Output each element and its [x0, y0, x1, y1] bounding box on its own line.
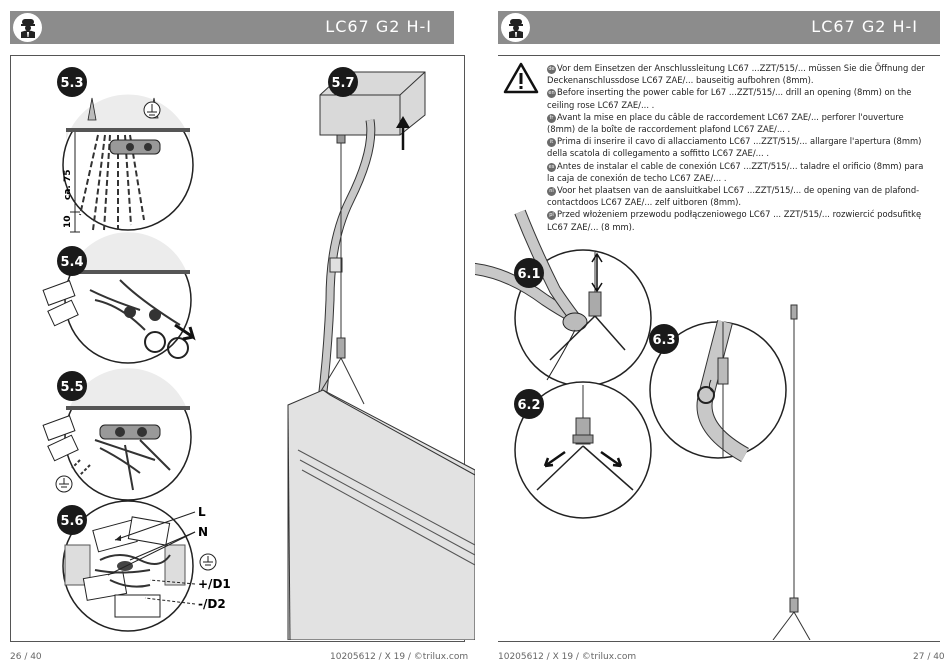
step-label-6-1: 6.1	[517, 267, 540, 282]
step-label-6-3: 6.3	[652, 333, 675, 348]
flag-it-icon: it	[547, 138, 556, 148]
instruction-line: la caja de conexión de techo LC67 ZAE/..…	[547, 172, 727, 183]
wire-label-D2: -/D2	[198, 597, 226, 611]
step-5-3-detail: ca. 75 10 5.3	[57, 67, 194, 233]
doc-reference-right: 10205612 / X 19 / ©trilux.com	[498, 652, 637, 662]
dim-10: 10	[63, 215, 73, 228]
flag-en-icon: en	[547, 89, 556, 99]
flag-es-icon: es	[547, 162, 556, 172]
suspension-wire-illustration	[772, 304, 811, 640]
warning-triangle-icon	[503, 62, 539, 94]
dim-ca75: ca. 75	[63, 170, 73, 201]
flag-pl-icon: pl	[547, 211, 556, 221]
left-content-frame	[10, 55, 465, 642]
instruction-line: Deckenanschlussdose LC67 ZAE/... bauseit…	[547, 75, 814, 86]
step-5-5-detail: 5.5	[42, 368, 192, 501]
page-title: LC67 G2 H-I	[325, 17, 432, 36]
step-label-5-3: 5.3	[60, 76, 83, 91]
electrician-icon	[13, 13, 42, 42]
step-6-2-detail: 6.2	[514, 381, 652, 519]
right-content-frame	[498, 55, 940, 642]
wire-label-N: N	[198, 525, 208, 539]
step-label-5-4: 5.4	[60, 255, 83, 270]
instruction-line: della scatola di collegamento a soffitto…	[547, 148, 769, 159]
step-5-7-detail: 5.7	[287, 67, 475, 640]
wire-label-D1: +/D1	[198, 577, 231, 591]
left-header-bar: LC67 G2 H-I	[10, 11, 454, 44]
step-label-5-6: 5.6	[60, 514, 83, 529]
doc-reference-left: 10205612 / X 19 / ©trilux.com	[330, 652, 469, 662]
instruction-line: (8mm) de la boîte de raccordement plafon…	[547, 124, 791, 135]
step-label-6-2: 6.2	[517, 398, 540, 413]
step-label-5-7: 5.7	[331, 76, 354, 91]
instruction-line: contactdoos LC67 ZAE/... zelf uitboren (…	[547, 197, 742, 208]
wire-label-L: L	[198, 505, 206, 519]
page-number-left: 26 / 40	[10, 652, 42, 662]
left-illustrations: ca. 75 10 5.3 5.4	[42, 67, 475, 640]
step-5-4-detail: 5.4	[42, 232, 196, 364]
left-page: LC67 G2 H-I ca. 75 10 5.3	[10, 11, 475, 662]
flag-fr-icon: fr	[547, 113, 556, 123]
step-5-6-detail: L N +/D1 -/D2 5.6	[57, 500, 231, 632]
step-label-5-5: 5.5	[60, 380, 83, 395]
page-title: LC67 G2 H-I	[811, 17, 918, 36]
flag-nl-icon: nl	[547, 187, 556, 197]
instruction-line: LC67 ZAE/... (8 mm).	[547, 221, 635, 232]
right-illustrations: 6.1 6.2 6.3	[475, 209, 811, 640]
flag-de-icon: de	[547, 65, 556, 74]
electrician-icon	[501, 13, 530, 42]
right-header-bar: LC67 G2 H-I	[498, 11, 940, 44]
step-6-3-detail: 6.3	[649, 319, 787, 462]
step-6-1-detail: 6.1	[475, 209, 652, 387]
page-number-right: 27 / 40	[913, 652, 945, 662]
instruction-line: ceiling rose LC67 ZAE/... .	[547, 99, 655, 110]
